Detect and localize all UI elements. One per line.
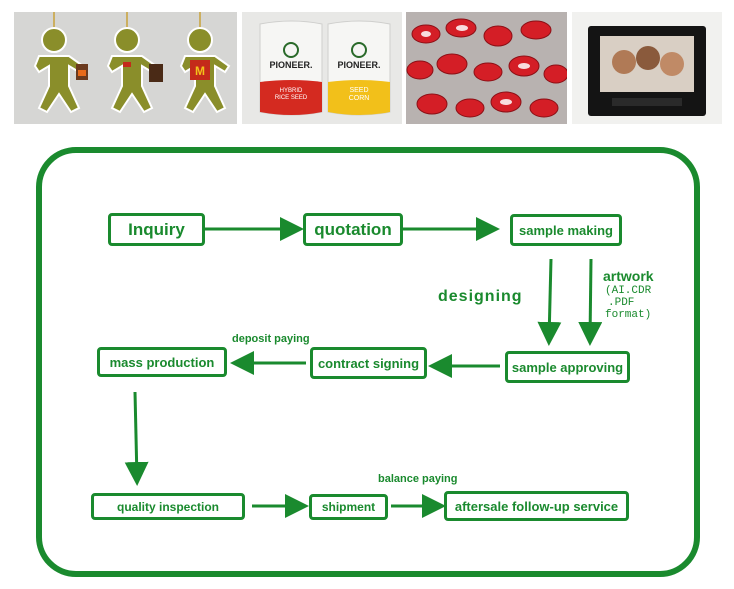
label-artwork-format: (AI.CDR [605,285,652,297]
label-deposit-paying: deposit paying [232,333,310,345]
arrow-mass-production-to-quality [124,391,149,486]
step-inquiry: Inquiry [108,213,205,246]
bag-label: CORN [349,95,370,102]
gingerbread-figure [33,12,88,114]
label-designing: designing [438,288,523,305]
step-sample-making: sample making [510,214,622,246]
arrow-artwork [578,258,603,346]
photo-picture-frame [572,12,722,124]
gingerbread-figure [106,12,163,114]
step-aftersale-service: aftersale follow-up service [444,491,629,521]
arrow-designing [537,258,562,346]
photo-seed-bags: PIONEER. HYBRID RICE SEED PIONEER. SEED … [242,12,402,124]
bag-label: HYBRID [280,88,303,94]
label-artwork-format: .PDF [608,297,635,309]
photo-gingerbread-ornaments: M [14,12,237,124]
bag-label: SEED [349,87,368,94]
bag-brand: PIONEER. [269,60,312,70]
step-contract-signing: contract signing [310,347,427,379]
bag-label: RICE SEED [275,95,308,101]
seed-bag [259,20,323,116]
photo-red-keychains [406,12,567,124]
seed-bag [327,20,391,116]
step-sample-approving: sample approving [505,351,630,383]
svg-text:M: M [195,64,205,78]
bag-brand: PIONEER. [337,60,380,70]
step-shipment: shipment [309,494,388,520]
step-quotation: quotation [303,213,403,246]
label-artwork: artwork [603,268,654,284]
step-quality-inspection: quality inspection [91,493,245,520]
gingerbread-figure: M [179,12,231,114]
step-mass-production: mass production [97,347,227,377]
pioneer-logo-icon [283,42,299,58]
label-artwork-format: format) [605,309,652,321]
label-balance-paying: balance paying [378,473,458,485]
pioneer-logo-icon [351,42,367,58]
